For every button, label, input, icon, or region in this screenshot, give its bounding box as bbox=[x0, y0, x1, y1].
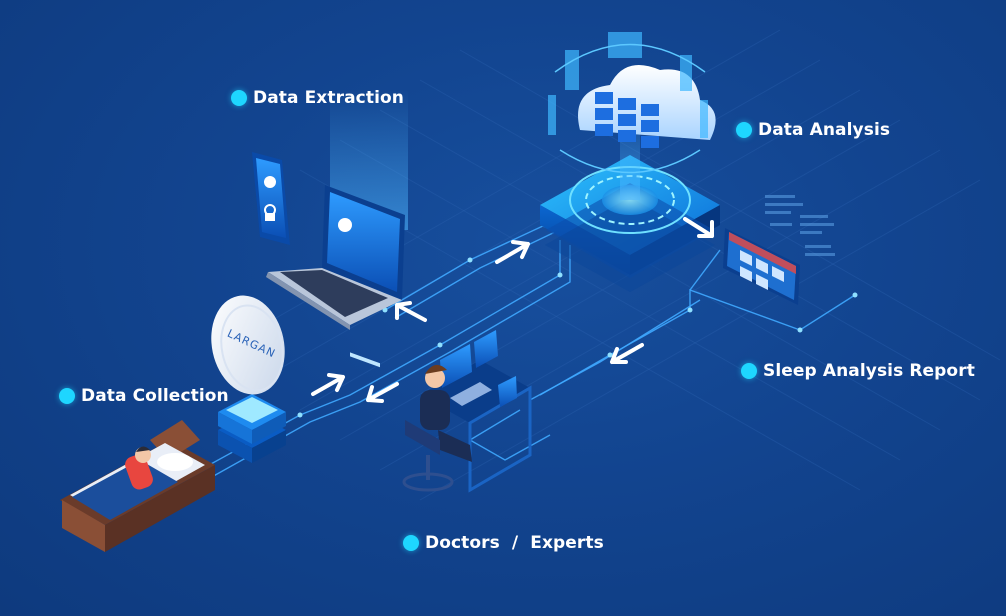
bullet-dot-icon bbox=[231, 90, 247, 106]
label-data-extraction: Data Extraction bbox=[231, 88, 404, 108]
label-text: Sleep Analysis Report bbox=[763, 361, 975, 381]
label-text: Doctors / Experts bbox=[425, 533, 604, 553]
label-text: Data Extraction bbox=[253, 88, 404, 108]
label-data-collection: Data Collection bbox=[59, 386, 229, 406]
connection-nodes bbox=[297, 222, 858, 418]
cloud-server-icon bbox=[540, 32, 720, 292]
report-screen-icon bbox=[723, 195, 835, 305]
laptop-icon bbox=[266, 90, 408, 368]
arrow-icon bbox=[311, 217, 714, 403]
label-sleep-analysis-report: Sleep Analysis Report bbox=[741, 361, 975, 381]
label-text: Data Collection bbox=[81, 386, 229, 406]
bullet-dot-icon bbox=[736, 122, 752, 138]
label-text: Data Analysis bbox=[758, 120, 891, 140]
phone-icon bbox=[252, 152, 290, 245]
bullet-dot-icon bbox=[403, 535, 419, 551]
label-data-analysis: Data Analysis bbox=[736, 120, 890, 140]
bullet-dot-icon bbox=[741, 363, 757, 379]
sensor-disc-icon: LARGAN bbox=[211, 295, 286, 463]
doctor-workstation-icon bbox=[402, 330, 532, 493]
bed-icon bbox=[60, 420, 215, 552]
label-doctors-experts: Doctors / Experts bbox=[403, 533, 604, 553]
bullet-dot-icon bbox=[59, 388, 75, 404]
